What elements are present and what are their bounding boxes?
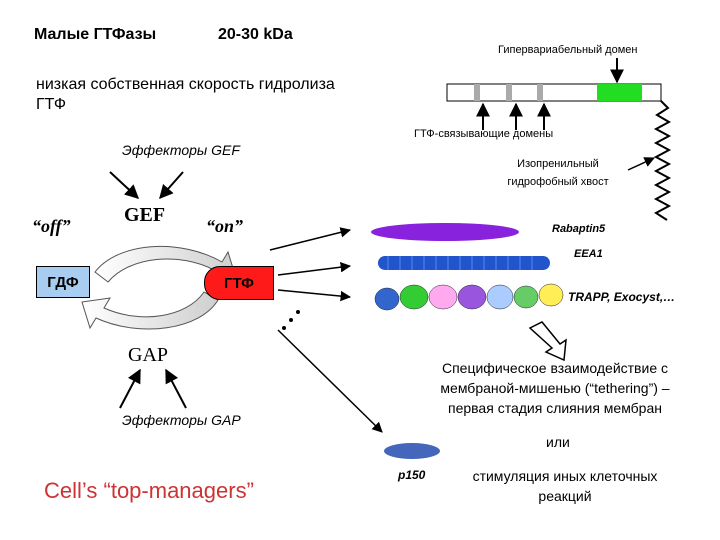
gef-effector-arrow-left (109, 171, 140, 199)
ellipsis-dot (296, 310, 300, 314)
tethering-line2: мембраной-мишенью (“tethering”) – (440, 380, 670, 396)
arrow-to-rabaptin (269, 227, 352, 251)
rabaptin-label: Rabaptin5 (552, 223, 606, 235)
eea1-label: EEA1 (574, 248, 603, 260)
gap-effectors-label: Эффекторы GAP (122, 412, 241, 428)
gtp-box: ГТФ (204, 266, 274, 300)
isoprenyl-label-line1: Изопренильный (517, 158, 599, 170)
trapp-ball (374, 287, 400, 311)
binding-domain-1 (474, 84, 480, 101)
hypervariable-domain (597, 84, 642, 101)
tethering-line3: первая стадия слияния мембран (448, 400, 662, 416)
isoprenyl-arrow (627, 157, 655, 171)
gap-label: GAP (128, 344, 169, 366)
outcome-arrow (528, 321, 567, 362)
gap-effector-arrow-left (119, 368, 141, 409)
tethering-line1: Специфическое взаимодействие с (441, 360, 668, 376)
other-reactions-line2: реакций (538, 488, 592, 504)
gtp-binding-label: ГТФ-связывающие домены (414, 128, 554, 140)
off-label: “off” (32, 216, 71, 236)
other-reactions-line1: стимуляция иных клеточных (472, 468, 658, 484)
or-label: или (546, 434, 570, 450)
header-mass: 20-30 kDa (218, 26, 293, 43)
binding-domain-3 (537, 84, 543, 101)
trapp-ball (538, 283, 564, 307)
top-managers-label: Cell’s “top-managers” (44, 478, 254, 503)
hydrolysis-line1: низкая собственная скорость гидролиза (36, 76, 335, 93)
gef-label: GEF (124, 204, 166, 226)
arrow-to-p150 (277, 329, 383, 433)
ellipsis-dot (282, 326, 286, 330)
trapp-ball (428, 284, 458, 310)
eea1-shape (378, 256, 550, 270)
isoprenyl-tail (653, 100, 672, 221)
trapp-ball (513, 285, 539, 309)
on-label: “on” (206, 216, 244, 236)
gef-effector-arrow-right (159, 171, 184, 200)
trapp-balls (374, 283, 564, 311)
binding-domain-2 (506, 84, 512, 101)
rabaptin-shape (371, 223, 519, 241)
hydrolysis-line2: ГТФ (36, 96, 67, 113)
trapp-ball (399, 284, 429, 310)
hypervariable-label: Гипервариабельный домен (498, 44, 638, 56)
header-title: Малые ГТФазы (34, 26, 157, 43)
isoprenyl-label-line2: гидрофобный хвост (507, 176, 609, 188)
arrow-to-eea1 (277, 261, 352, 276)
p150-label: p150 (398, 468, 426, 482)
arrow-to-trapp (277, 289, 352, 302)
ellipsis-dot (289, 318, 293, 322)
trapp-ball (457, 284, 487, 310)
gef-effectors-label: Эффекторы GEF (122, 142, 240, 158)
gdp-box: ГДФ (36, 266, 90, 298)
inactivation-arrow (81, 291, 219, 330)
trapp-ball (486, 284, 514, 310)
trapp-label: TRAPP, Exocyst,… (568, 290, 676, 304)
gap-effector-arrow-right (165, 368, 187, 409)
p150-shape (384, 443, 440, 459)
